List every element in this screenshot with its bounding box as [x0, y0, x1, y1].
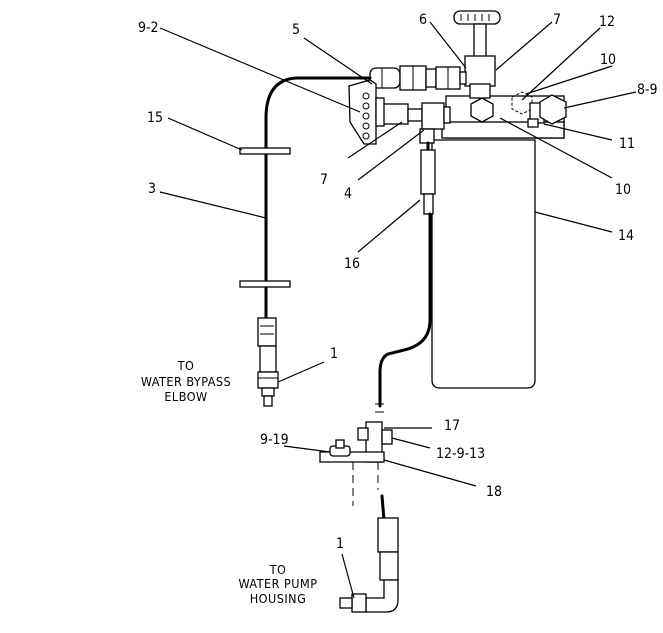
- elbow-fitting: [348, 79, 385, 145]
- callout-10-top: 10: [600, 52, 616, 68]
- callout-12-top: 12: [599, 14, 615, 30]
- callout-15: 15: [147, 110, 163, 126]
- callout-6: 6: [419, 12, 427, 28]
- top-line-fittings: [369, 65, 467, 91]
- shutoff-valve: [453, 10, 501, 99]
- callout-17: 17: [444, 418, 460, 434]
- pump-note-line-1: TO: [269, 562, 287, 577]
- bypass-note-line-1: TO: [177, 358, 195, 373]
- callout-14: 14: [618, 228, 634, 244]
- callout-11: 11: [619, 136, 635, 152]
- pump-note: TO WATER PUMP HOUSING: [238, 562, 317, 606]
- callout-9-19: 9-19: [260, 432, 289, 448]
- callout-5: 5: [292, 22, 300, 38]
- callout-10-bottom: 10: [615, 182, 631, 198]
- callout-4: 4: [344, 186, 352, 202]
- lower-line-fittings: [381, 102, 451, 152]
- callout-3: 3: [148, 181, 156, 197]
- pump-hose: [339, 494, 399, 613]
- bypass-note-line-2: WATER BYPASS: [141, 374, 231, 389]
- hose-3: [239, 76, 372, 322]
- callout-1-bypass: 1: [330, 346, 338, 362]
- pump-note-line-2: WATER PUMP: [238, 576, 317, 591]
- filter-canister: [431, 139, 536, 389]
- bypass-note-line-3: ELBOW: [164, 389, 207, 404]
- callout-16: 16: [344, 256, 360, 272]
- leader-lines: [159, 21, 637, 599]
- hose-16: [378, 149, 436, 408]
- pump-note-line-3: HOUSING: [250, 591, 307, 606]
- callout-7-bottom: 7: [320, 172, 328, 188]
- bracket: [319, 403, 393, 506]
- callout-12-9-13: 12-9-13: [436, 446, 485, 462]
- bypass-hose-end: [257, 317, 279, 407]
- callout-labels: 9-2 5 6 7 12 10 8-9 15 11 7 4 10 3 14 16…: [138, 12, 658, 552]
- callout-18: 18: [486, 484, 502, 500]
- filter-base: [441, 91, 567, 139]
- callout-7-top: 7: [553, 12, 561, 28]
- callout-9-2: 9-2: [138, 20, 159, 36]
- bypass-note: TO WATER BYPASS ELBOW: [141, 358, 231, 404]
- callout-1-pump: 1: [336, 536, 344, 552]
- callout-8-9: 8-9: [637, 82, 658, 98]
